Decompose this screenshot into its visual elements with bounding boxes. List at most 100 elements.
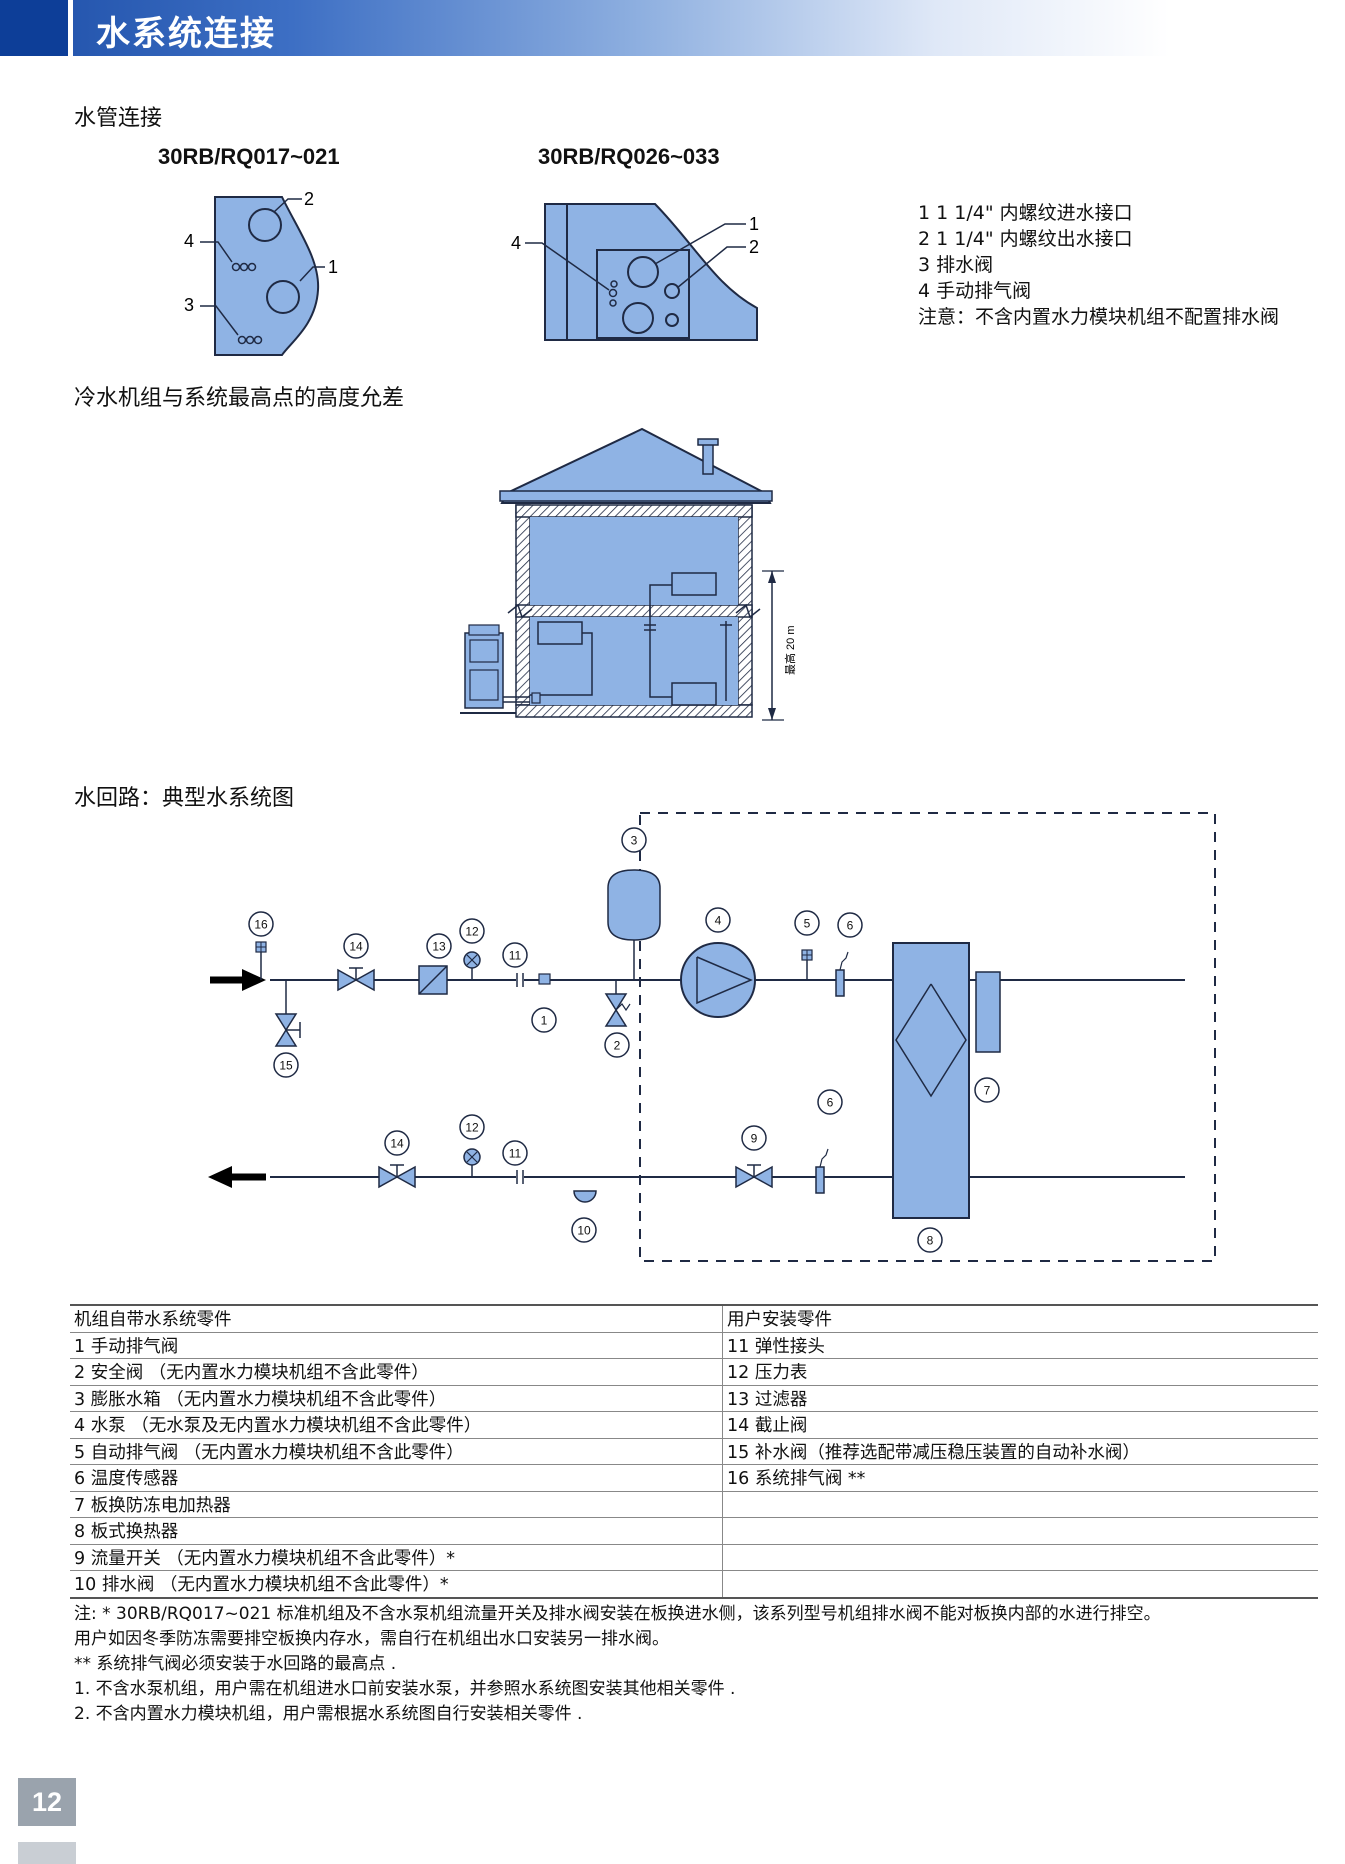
table-header-cell: 用户安装零件 [722, 1304, 1318, 1333]
legend-item: 4 手动排气阀 [918, 280, 1032, 302]
callout-circle [531, 1007, 557, 1033]
flow-switch [735, 1165, 756, 1189]
flow-switch [752, 1165, 773, 1189]
safety-valve [604, 1008, 628, 1027]
footnote: 2. 不含内置水力模块机组，用户需根据水系统图自行安装相关零件 . [74, 1704, 583, 1724]
table-cell: 16 系统排气阀 ** [722, 1464, 1318, 1492]
callout-number: 12 [465, 925, 479, 939]
callout-circle [604, 1032, 630, 1058]
legend-item: 1 1 1/4" 内螺纹进水接口 [918, 202, 1133, 224]
table-row: 2 安全阀 （无内置水力模块机组不含此零件）12 压力表 [70, 1358, 1318, 1386]
callout-number: 16 [254, 918, 268, 932]
table-row: 9 流量开关 （无内置水力模块机组不含此零件）* [70, 1543, 1318, 1571]
inlet-arrow-head [242, 969, 266, 991]
table-cell: 9 流量开关 （无内置水力模块机组不含此零件）* [70, 1543, 723, 1571]
callout-number: 6 [847, 919, 854, 933]
safety-valve [604, 993, 628, 1012]
footnote: 1. 不含水泵机组，用户需在机组进水口前安装水泵，并参照水系统图安装其他相关零件… [74, 1679, 736, 1699]
table-cell: 14 截止阀 [722, 1411, 1318, 1439]
manual-air-vent [538, 973, 551, 985]
temp-sensor-bottom-wire [819, 1148, 829, 1168]
callout-number: 8 [927, 1234, 934, 1248]
callout-circle [974, 1077, 1000, 1103]
callout-circle [502, 942, 528, 968]
legend-item: 3 排水阀 [918, 254, 994, 276]
callout-circle [705, 907, 731, 933]
callout-number: 3 [631, 834, 638, 848]
callout-1: 1 [328, 257, 338, 277]
callout-1: 1 [749, 214, 759, 234]
callout-circle [426, 933, 452, 959]
callout-2: 2 [304, 189, 314, 209]
table-cell: 2 安全阀 （无内置水力模块机组不含此零件） [70, 1358, 723, 1386]
temp-sensor-top-wire [839, 951, 849, 971]
callout-number: 14 [390, 1137, 404, 1151]
callout-number: 11 [509, 1147, 522, 1161]
table-row: 8 板式换热器 [70, 1517, 1318, 1545]
callout-number: 5 [804, 917, 811, 931]
callout-circle [621, 827, 647, 853]
building-height-diagram: 最高 20 m [460, 427, 797, 721]
table-row: 10 排水阀 （无内置水力模块机组不含此零件）* [70, 1570, 1318, 1599]
pressure-gauge-bottom-mark [466, 1151, 478, 1163]
callout-circle [248, 911, 274, 937]
table-cell: 1 手动排气阀 [70, 1331, 723, 1359]
safety-valve-spring [615, 1003, 631, 1012]
callout-number: 12 [465, 1121, 479, 1135]
footnote: 用户如因冬季防冻需要排空板换内存水，需自行在机组出水口安装另一排水阀。 [74, 1629, 669, 1649]
table-header-cell: 机组自带水系统零件 [70, 1304, 723, 1333]
callout-circle [459, 918, 485, 944]
callout-circle [459, 1114, 485, 1140]
temp-sensor-bottom [815, 1166, 825, 1194]
expansion-tank [607, 869, 661, 941]
unit-boundary [639, 812, 1216, 1262]
connection-diagram-a: 2 1 4 3 [184, 189, 338, 356]
table-cell: 11 弹性接头 [722, 1331, 1318, 1359]
table-row: 3 膨胀水箱 （无内置水力模块机组不含此零件）13 过滤器 [70, 1384, 1318, 1412]
callout-circle [384, 1130, 410, 1156]
table-header-row: 机组自带水系统零件 用户安装零件 [70, 1304, 1318, 1333]
page-number: 12 [18, 1778, 76, 1826]
callout-4: 4 [184, 231, 194, 251]
model-label-a: 30RB/RQ017~021 [158, 144, 340, 169]
hx-pattern [895, 983, 967, 1098]
makeup-valve [274, 1013, 298, 1032]
header-separator [68, 0, 73, 56]
callout-number: 13 [432, 940, 446, 954]
outlet-arrow-head [208, 1166, 232, 1188]
callout-number: 9 [751, 1132, 758, 1146]
table-cell: 7 板换防冻电加热器 [70, 1490, 723, 1518]
callout-circle [917, 1227, 943, 1253]
flex-joint-bottom-gap [516, 1174, 524, 1180]
table-cell [722, 1543, 1318, 1571]
filter-mark [418, 965, 448, 995]
flex-joint-top-gap [516, 977, 524, 983]
table-cell: 12 压力表 [722, 1358, 1318, 1386]
callout-circle [273, 1052, 299, 1078]
shutoff-valve-top [337, 968, 358, 992]
table-cell: 3 膨胀水箱 （无内置水力模块机组不含此零件） [70, 1384, 723, 1412]
table-cell [722, 1570, 1318, 1599]
model-label-b: 30RB/RQ026~033 [538, 144, 720, 169]
callout-circle [571, 1217, 597, 1243]
callout-4: 4 [511, 233, 521, 253]
makeup-valve [274, 1028, 298, 1047]
drain-valve [573, 1190, 597, 1203]
page-tab-decoration [18, 1842, 76, 1864]
table-cell: 13 过滤器 [722, 1384, 1318, 1412]
callout-number: 6 [827, 1096, 834, 1110]
callout-number: 10 [577, 1224, 591, 1238]
table-cell [722, 1517, 1318, 1545]
table-cell [722, 1490, 1318, 1518]
callout-number: 1 [541, 1014, 548, 1028]
callout-number: 14 [349, 940, 363, 954]
page-title: 水系统连接 [96, 14, 276, 54]
temp-sensor-top [835, 969, 845, 997]
callout-circle [502, 1140, 528, 1166]
callout-3: 3 [184, 295, 194, 315]
callout-circle [817, 1089, 843, 1115]
callout-number: 15 [279, 1059, 293, 1073]
callout-circle [794, 910, 820, 936]
